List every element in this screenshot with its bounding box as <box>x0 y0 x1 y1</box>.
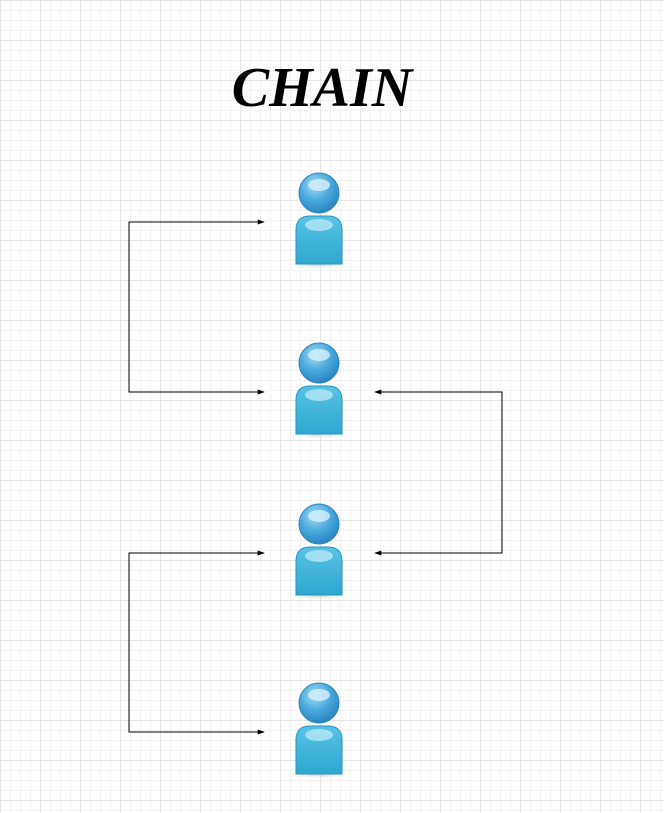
connectors <box>128 219 503 735</box>
person-icon <box>288 172 350 269</box>
people <box>288 172 350 779</box>
connector-arrow <box>374 389 503 556</box>
person-icon <box>288 682 350 779</box>
connector-arrow <box>128 550 265 735</box>
connector-arrow <box>128 219 265 395</box>
person-icon <box>288 503 350 600</box>
person-icon <box>288 342 350 439</box>
diagram-title: CHAIN <box>231 57 413 119</box>
